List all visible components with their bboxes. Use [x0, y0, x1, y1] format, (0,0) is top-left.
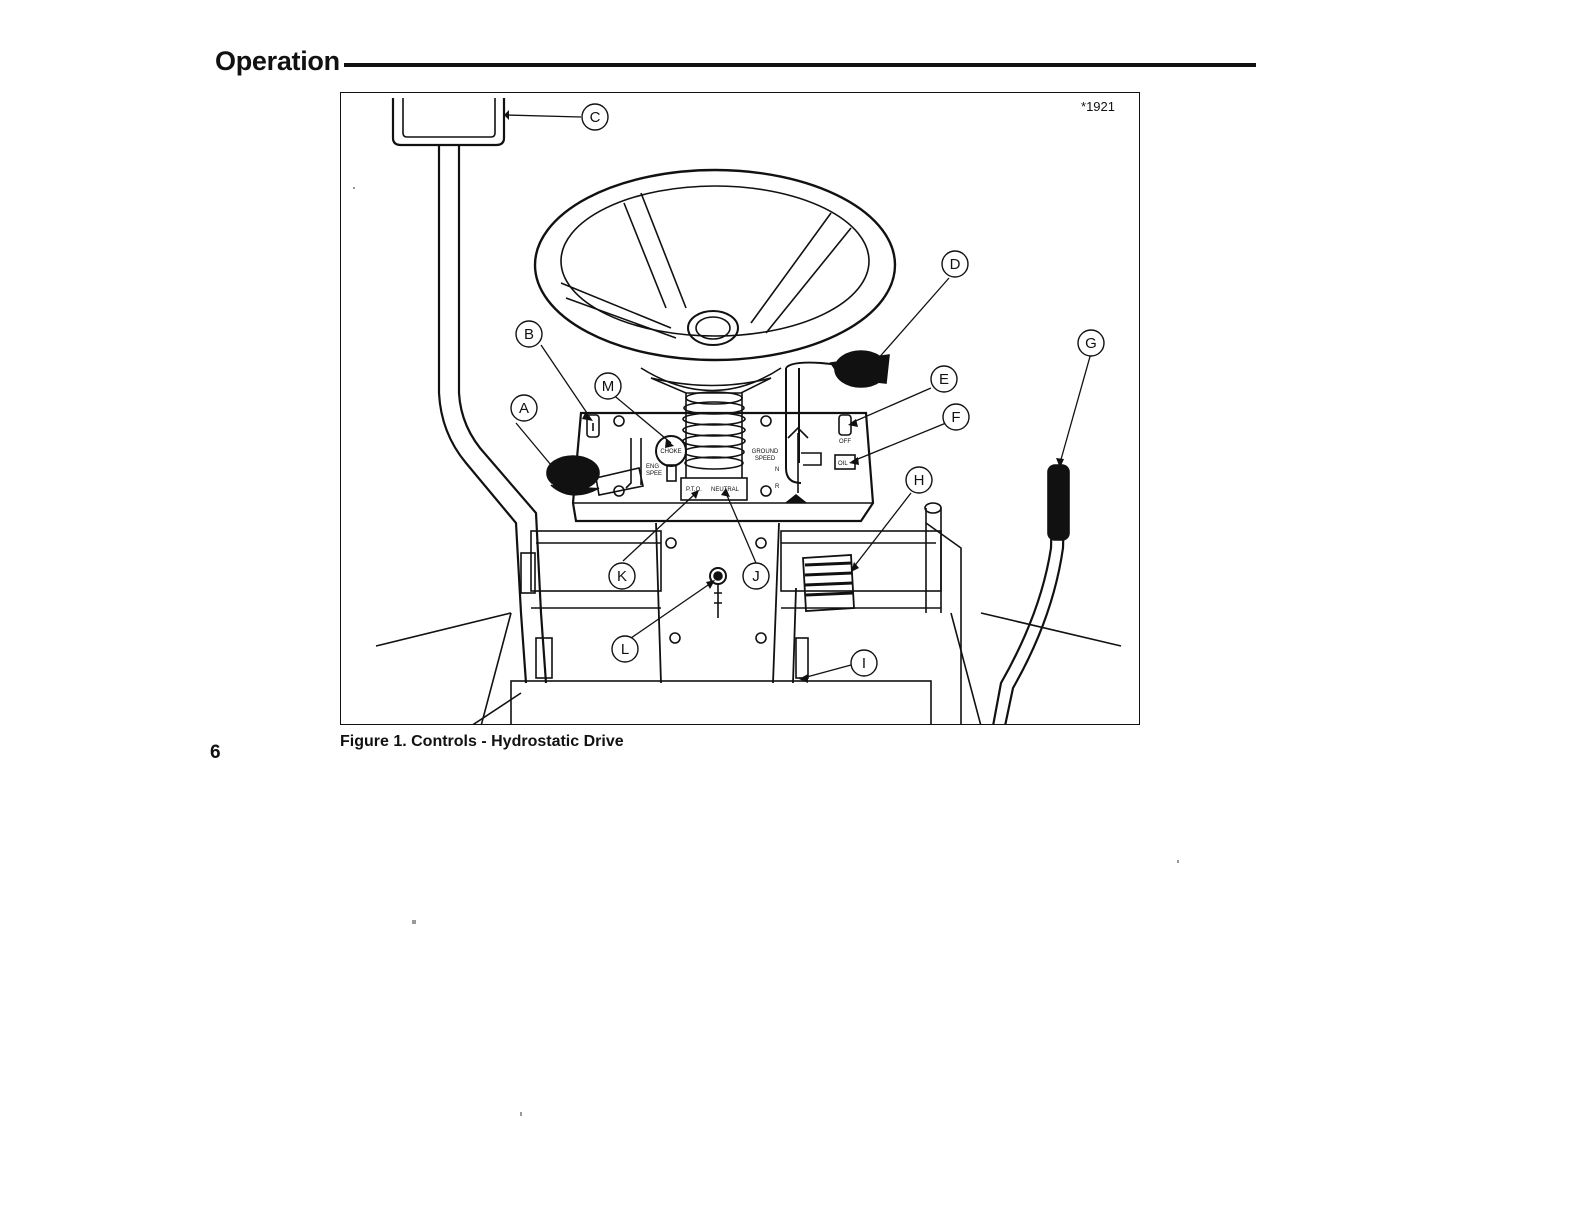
ground-speed-label-1: GROUND — [752, 449, 779, 455]
svg-text:H: H — [914, 472, 925, 489]
svg-text:K: K — [617, 568, 627, 585]
choke-label: CHOKE — [660, 449, 681, 455]
callout-h: H — [906, 467, 932, 493]
steering-column — [683, 392, 745, 478]
callout-k: K — [609, 563, 635, 589]
reverse-mark: R — [775, 484, 780, 490]
svg-text:E: E — [939, 371, 949, 388]
oil-label: OIL — [838, 461, 848, 467]
ground-speed-label-2: SPEED — [755, 456, 776, 462]
callout-l: L — [612, 636, 638, 662]
callout-a: A — [511, 395, 537, 421]
neutral-mark: N — [775, 467, 779, 473]
svg-text:M: M — [602, 378, 615, 395]
svg-text:F: F — [951, 409, 960, 426]
svg-text:I: I — [862, 655, 866, 672]
callout-j: J — [743, 563, 769, 589]
callout-f: F — [943, 404, 969, 430]
svg-text:J: J — [752, 568, 760, 585]
scan-speck — [520, 1112, 522, 1116]
svg-text:L: L — [621, 641, 629, 658]
title-rule — [344, 63, 1256, 67]
scan-speck — [412, 920, 416, 924]
svg-text:D: D — [950, 256, 961, 273]
engine-speed-label-2: SPEE — [646, 471, 662, 477]
svg-text:B: B — [524, 326, 534, 343]
callout-i: I — [851, 650, 877, 676]
engine-speed-label-1: ENG — [646, 464, 659, 470]
scan-speck — [1177, 860, 1179, 863]
callout-g: G — [1078, 330, 1104, 356]
off-label: OFF — [839, 439, 851, 445]
controls-illustration: CHOKE ENG SPEE GROUND SPEED N R OFF OIL … — [341, 93, 1140, 725]
scan-speck — [353, 187, 355, 189]
svg-text:A: A — [519, 400, 529, 417]
svg-text:C: C — [590, 109, 601, 126]
callout-b: B — [516, 321, 542, 347]
callout-m: M — [595, 373, 621, 399]
callout-e: E — [931, 366, 957, 392]
callout-d: D — [942, 251, 968, 277]
controls-figure: *1921 — [340, 92, 1140, 725]
section-title: Operation — [215, 46, 340, 77]
callout-c: C — [582, 104, 608, 130]
page-number: 6 — [210, 742, 221, 764]
svg-text:G: G — [1085, 335, 1097, 352]
figure-caption: Figure 1. Controls - Hydrostatic Drive — [340, 733, 624, 751]
